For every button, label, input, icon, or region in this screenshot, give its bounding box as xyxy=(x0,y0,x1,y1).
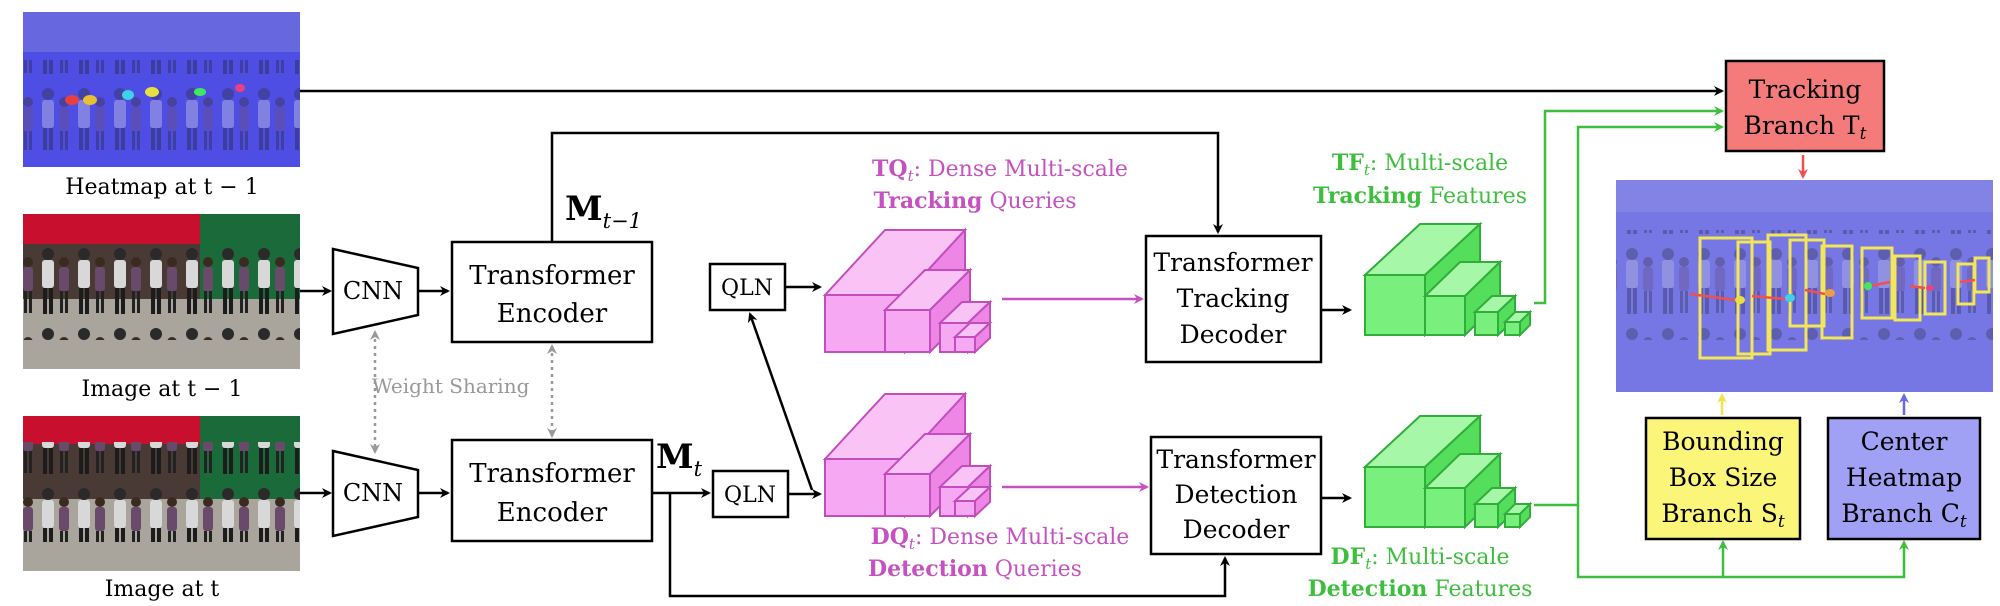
svg-text:Transformer: Transformer xyxy=(1156,445,1315,474)
svg-text:Transformer: Transformer xyxy=(469,459,635,489)
tracking-decoder: Transformer Tracking Decoder xyxy=(1144,234,1323,364)
weight-sharing-label: Weight Sharing xyxy=(372,374,530,398)
detection-features-cubes xyxy=(1362,413,1533,530)
green-connector-arrows xyxy=(1534,106,1909,579)
encoder-bottom: Transformer Encoder xyxy=(450,438,654,543)
svg-text:Detection Queries: Detection Queries xyxy=(868,556,1082,582)
svg-text:Transformer: Transformer xyxy=(1153,248,1312,277)
tracking-features-label: TFt: Multi-scale Tracking Features xyxy=(1313,150,1527,209)
tracking-queries-label: TQt: Dense Multi-scale Tracking Queries xyxy=(872,156,1128,214)
detection-features-label: DFt: Multi-scale Detection Features xyxy=(1308,544,1533,602)
svg-text:QLN: QLN xyxy=(721,276,773,301)
svg-text:Tracking Queries: Tracking Queries xyxy=(873,188,1076,214)
bbox-branch: Bounding Box Size Branch St xyxy=(1644,416,1802,541)
svg-text:Tracking Features: Tracking Features xyxy=(1313,183,1527,209)
svg-text:Detection: Detection xyxy=(1175,480,1298,509)
image-cur-caption: Image at t xyxy=(105,577,220,602)
svg-text:CNN: CNN xyxy=(343,479,403,507)
heatmap-prev-caption: Heatmap at t − 1 xyxy=(65,175,258,200)
tracking-branch: Tracking Branch Tt xyxy=(1724,59,1886,153)
center-heatmap-branch: Center Heatmap Branch Ct xyxy=(1826,416,1982,541)
qln-top: QLN xyxy=(708,262,787,312)
m-cur-label: Mt xyxy=(656,437,703,481)
detection-queries-cubes xyxy=(822,391,993,519)
svg-text:CNN: CNN xyxy=(343,277,403,305)
m-prev-label: Mt−1 xyxy=(565,189,642,233)
svg-text:Heatmap: Heatmap xyxy=(1846,463,1962,492)
output-tracking-image xyxy=(1616,180,1993,392)
weight-sharing-arrows xyxy=(370,330,557,454)
svg-text:Encoder: Encoder xyxy=(497,498,608,528)
svg-text:DQt: Dense Multi-scale: DQt: Dense Multi-scale xyxy=(871,524,1130,553)
tracking-features-cubes xyxy=(1362,221,1533,338)
cnn-top: CNN xyxy=(331,247,420,336)
svg-text:QLN: QLN xyxy=(724,483,776,508)
qln-bottom: QLN xyxy=(711,469,790,519)
svg-text:Decoder: Decoder xyxy=(1183,515,1290,544)
tracking-queries-cubes xyxy=(822,227,993,355)
svg-text:Encoder: Encoder xyxy=(497,299,608,329)
cnn-bottom: CNN xyxy=(331,449,420,538)
svg-text:DFt: Multi-scale: DFt: Multi-scale xyxy=(1331,544,1510,573)
image-prev xyxy=(23,214,300,369)
black-connector-arrows xyxy=(300,86,1724,598)
image-cur xyxy=(23,416,300,571)
svg-text:Tracking: Tracking xyxy=(1749,75,1862,104)
detection-decoder: Transformer Detection Decoder xyxy=(1149,435,1323,556)
svg-text:Branch Ct: Branch Ct xyxy=(1841,499,1967,532)
svg-text:TQt: Dense Multi-scale: TQt: Dense Multi-scale xyxy=(872,156,1128,185)
encoder-top: Transformer Encoder xyxy=(450,240,654,344)
pink-connector-arrows xyxy=(1002,294,1149,492)
heatmap-prev-image xyxy=(23,12,300,167)
svg-text:Box Size: Box Size xyxy=(1669,463,1778,492)
detection-queries-label: DQt: Dense Multi-scale Detection Queries xyxy=(868,524,1129,582)
svg-text:Tracking: Tracking xyxy=(1177,284,1290,313)
svg-text:Branch Tt: Branch Tt xyxy=(1744,111,1867,144)
image-prev-caption: Image at t − 1 xyxy=(82,377,243,402)
svg-text:Decoder: Decoder xyxy=(1180,320,1287,349)
svg-text:Bounding: Bounding xyxy=(1662,427,1784,456)
svg-text:Center: Center xyxy=(1861,427,1948,456)
svg-text:Detection Features: Detection Features xyxy=(1308,576,1533,602)
svg-text:Branch St: Branch St xyxy=(1661,499,1785,532)
svg-text:TFt: Multi-scale: TFt: Multi-scale xyxy=(1332,150,1508,179)
svg-text:Transformer: Transformer xyxy=(469,261,635,291)
